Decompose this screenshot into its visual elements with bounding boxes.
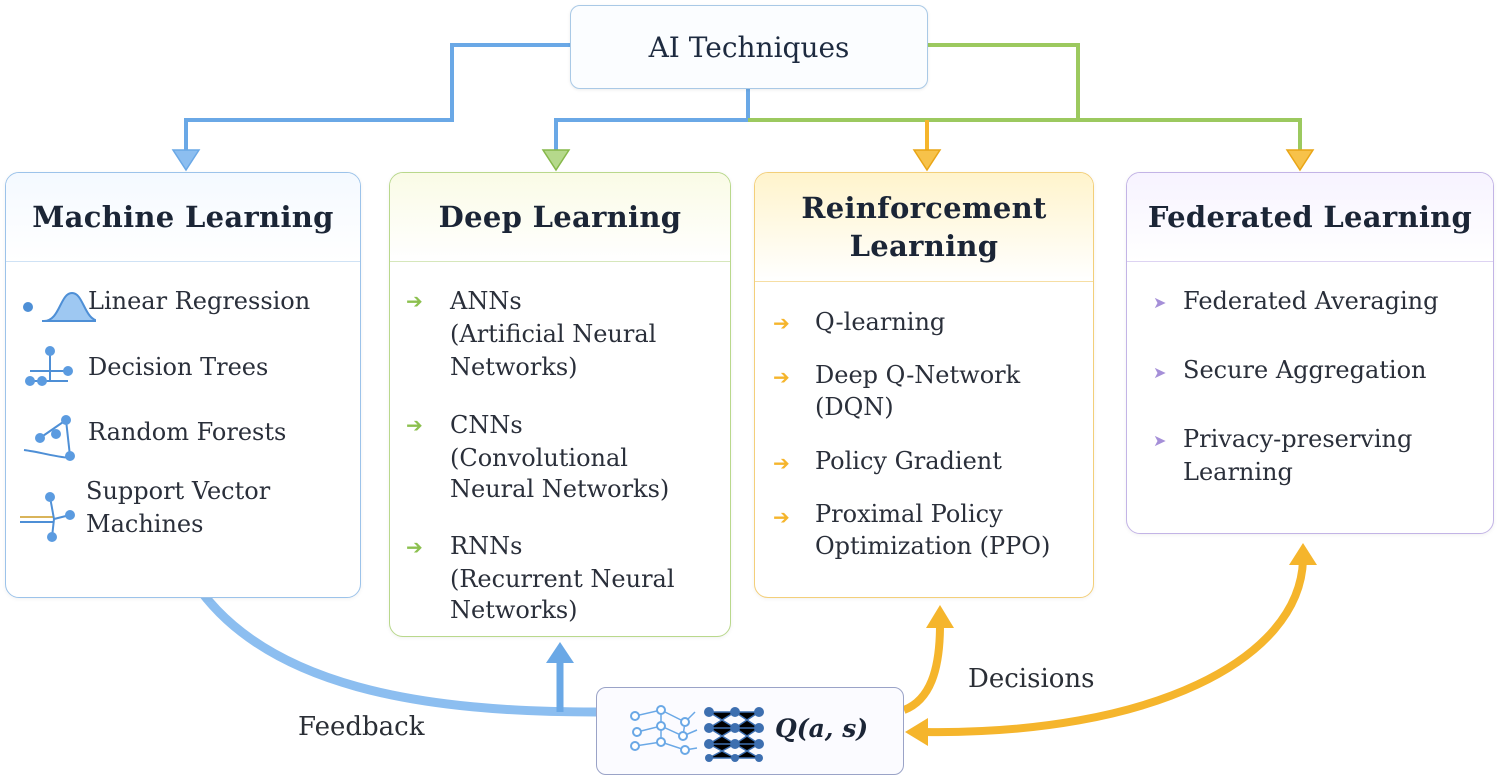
- arrow-right-icon: ➔: [773, 365, 790, 389]
- card-title-line1: Reinforcement: [801, 191, 1047, 225]
- neural-network-icon: [630, 705, 764, 762]
- card-title: Federated Learning: [1147, 200, 1473, 234]
- ml-item-svm-line1: Support Vector: [86, 477, 271, 505]
- fl-item-secure-aggregation: Secure Aggregation: [1183, 356, 1427, 384]
- card-header: Deep Learning: [390, 173, 730, 261]
- dl-item-rnns-3: Networks): [450, 596, 578, 624]
- wire-root-center: [554, 87, 750, 152]
- divider: [390, 261, 730, 262]
- random-forest-icon: [23, 415, 75, 461]
- decisions-label: Decisions: [968, 664, 1095, 694]
- rl-item-policy-gradient: Policy Gradient: [815, 447, 1002, 475]
- wire-root-left: [184, 43, 570, 152]
- ml-item-linear-regression: Linear Regression: [88, 287, 311, 315]
- dl-item-anns-2: (Artificial Neural: [450, 320, 657, 348]
- svm-icon: [20, 492, 75, 542]
- dl-item-rnns-1: RNNs: [450, 532, 523, 560]
- divider: [6, 261, 360, 262]
- arrow-right-icon: ➤: [1153, 431, 1167, 450]
- card-header: Machine Learning: [6, 173, 360, 261]
- rl-item-q-learning: Q-learning: [815, 308, 946, 336]
- card-machine-learning: Machine Learning Linear Regression Decis…: [5, 172, 361, 598]
- feedback-label: Feedback: [298, 712, 425, 742]
- fl-item-privacy-1: Privacy-preserving: [1183, 425, 1413, 453]
- card-federated-learning: Federated Learning ➤ Federated Averaging…: [1126, 172, 1494, 534]
- arrowhead-dl: [541, 149, 571, 172]
- arrow-right-icon: ➤: [1153, 293, 1167, 312]
- dl-item-anns-1: ANNs: [450, 287, 522, 315]
- arrow-right-icon: ➔: [773, 311, 790, 335]
- arrow-right-icon: ➔: [406, 413, 423, 437]
- rl-item-dqn-1: Deep Q-Network: [815, 361, 1021, 389]
- dl-item-rnns-2: (Recurrent Neural: [450, 565, 675, 593]
- card-title-line2: Learning: [849, 229, 999, 263]
- card-reinforcement-learning: Reinforcement Learning ➔ Q-learning ➔ De…: [754, 172, 1094, 598]
- root-title: AI Techniques: [648, 30, 850, 64]
- card-title: Deep Learning: [438, 200, 682, 234]
- arrow-right-icon: ➔: [406, 535, 423, 559]
- ml-item-decision-trees: Decision Trees: [88, 353, 269, 381]
- arrow-right-icon: ➔: [406, 289, 423, 313]
- q-function-box: Q(a, s): [596, 687, 904, 775]
- ml-item-random-forests: Random Forests: [88, 418, 287, 446]
- card-header: Reinforcement Learning: [755, 173, 1093, 281]
- dl-item-cnns-1: CNNs: [450, 411, 523, 439]
- rl-up-curve: [902, 624, 944, 714]
- dl-item-cnns-3: Neural Networks): [450, 475, 670, 503]
- dl-item-anns-3: Networks): [450, 353, 578, 381]
- arrowhead-ml: [171, 149, 201, 172]
- decisions-curve: [924, 559, 1307, 737]
- divider: [1127, 261, 1493, 262]
- ml-item-svm-line2: Machines: [86, 510, 204, 538]
- bell-curve-icon: [23, 291, 96, 322]
- divider: [755, 281, 1093, 282]
- arrowhead-fl: [1285, 149, 1315, 172]
- card-title: Machine Learning: [32, 200, 334, 234]
- rl-item-ppo-1: Proximal Policy: [815, 500, 1003, 528]
- decisions-arrowhead-up: [1289, 543, 1317, 565]
- rl-item-dqn-2: (DQN): [815, 393, 894, 421]
- arrow-right-icon: ➤: [1153, 363, 1167, 382]
- arrow-right-icon: ➔: [773, 451, 790, 475]
- fl-item-privacy-2: Learning: [1183, 458, 1293, 486]
- wire-root-right: [926, 43, 1302, 152]
- rl-up-arrowhead: [926, 605, 954, 628]
- fl-item-federated-averaging: Federated Averaging: [1183, 287, 1439, 315]
- card-deep-learning: Deep Learning ➔ ANNs (Artificial Neural …: [389, 172, 731, 637]
- decisions-arrowhead-left: [905, 718, 928, 746]
- dl-item-cnns-2: (Convolutional: [450, 444, 628, 472]
- root-node: AI Techniques: [570, 5, 928, 89]
- decision-tree-icon: [25, 346, 73, 386]
- dl-up-arrowhead: [546, 642, 574, 663]
- rl-item-ppo-2: Optimization (PPO): [815, 532, 1051, 560]
- card-header: Federated Learning: [1127, 173, 1493, 261]
- q-function-label: Q(a, s): [775, 714, 869, 743]
- arrow-right-icon: ➔: [773, 505, 790, 529]
- arrowhead-rl: [912, 149, 942, 172]
- feedback-curve: [186, 572, 597, 717]
